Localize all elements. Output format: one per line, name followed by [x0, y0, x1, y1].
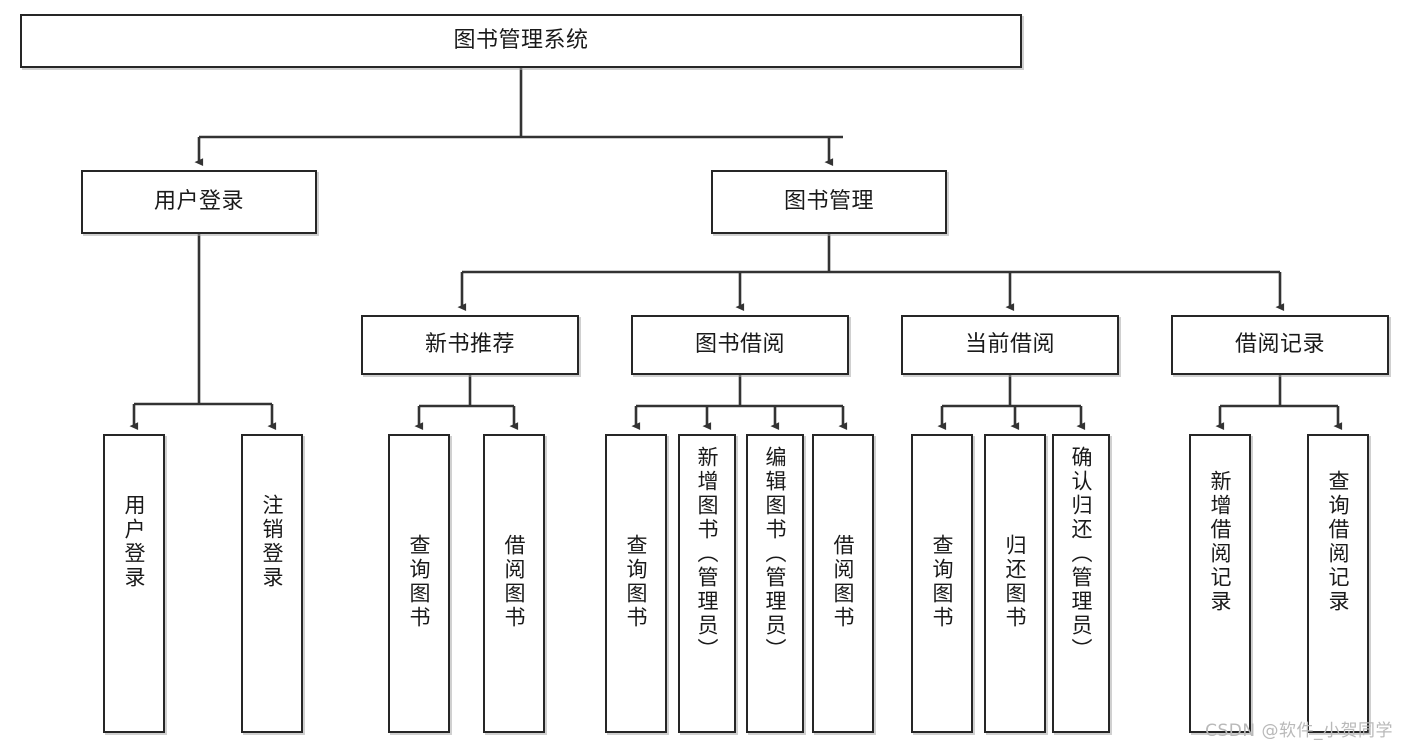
node-leaf-query-book-1[interactable]: 查询图书 [388, 434, 450, 733]
node-leaf-borrow-book-1[interactable]: 借阅图书 [483, 434, 545, 733]
node-leaf-query-record[interactable]: 查询借阅记录 [1307, 434, 1369, 733]
node-leaf-add-record-label: 新增借阅记录 [1208, 470, 1233, 614]
node-leaf-edit-book-label: 编辑图书（管理员） [763, 446, 788, 662]
node-leaf-add-book-label: 新增图书（管理员） [695, 446, 720, 662]
node-leaf-edit-book[interactable]: 编辑图书（管理员） [746, 434, 804, 733]
node-current-borrow[interactable]: 当前借阅 [901, 315, 1119, 375]
node-leaf-query-book-3[interactable]: 查询图书 [911, 434, 973, 733]
node-book-management[interactable]: 图书管理 [711, 170, 947, 234]
node-leaf-borrow-book-1-label: 借阅图书 [502, 534, 527, 630]
node-leaf-query-book-2[interactable]: 查询图书 [605, 434, 667, 733]
node-leaf-return-book[interactable]: 归还图书 [984, 434, 1046, 733]
node-leaf-query-book-1-label: 查询图书 [407, 534, 432, 630]
node-leaf-user-login[interactable]: 用户登录 [103, 434, 165, 733]
node-leaf-logout-label: 注销登录 [260, 494, 285, 590]
node-book-borrow[interactable]: 图书借阅 [631, 315, 849, 375]
node-leaf-confirm-return-label: 确认归还（管理员） [1069, 446, 1094, 662]
node-leaf-return-book-label: 归还图书 [1003, 534, 1028, 630]
node-new-book-recommend-label: 新书推荐 [424, 331, 515, 357]
node-leaf-query-book-2-label: 查询图书 [624, 534, 649, 630]
node-borrow-record[interactable]: 借阅记录 [1171, 315, 1389, 375]
node-new-book-recommend[interactable]: 新书推荐 [361, 315, 579, 375]
node-leaf-logout[interactable]: 注销登录 [241, 434, 303, 733]
node-book-management-label: 图书管理 [783, 188, 874, 214]
node-root-label: 图书管理系统 [453, 27, 589, 53]
node-user-login-label: 用户登录 [153, 188, 244, 214]
node-user-login[interactable]: 用户登录 [81, 170, 317, 234]
node-leaf-user-login-label: 用户登录 [122, 494, 147, 590]
node-leaf-borrow-book-2-label: 借阅图书 [831, 534, 856, 630]
node-leaf-confirm-return[interactable]: 确认归还（管理员） [1052, 434, 1110, 733]
node-leaf-add-book[interactable]: 新增图书（管理员） [678, 434, 736, 733]
node-leaf-add-record[interactable]: 新增借阅记录 [1189, 434, 1251, 733]
node-borrow-record-label: 借阅记录 [1234, 331, 1325, 357]
node-leaf-query-record-label: 查询借阅记录 [1326, 470, 1351, 614]
node-current-borrow-label: 当前借阅 [964, 331, 1055, 357]
node-leaf-borrow-book-2[interactable]: 借阅图书 [812, 434, 874, 733]
csdn-watermark: CSDN @软件_小贺同学 [1205, 721, 1393, 741]
node-leaf-query-book-3-label: 查询图书 [930, 534, 955, 630]
node-book-borrow-label: 图书借阅 [694, 331, 785, 357]
node-root[interactable]: 图书管理系统 [20, 14, 1022, 68]
